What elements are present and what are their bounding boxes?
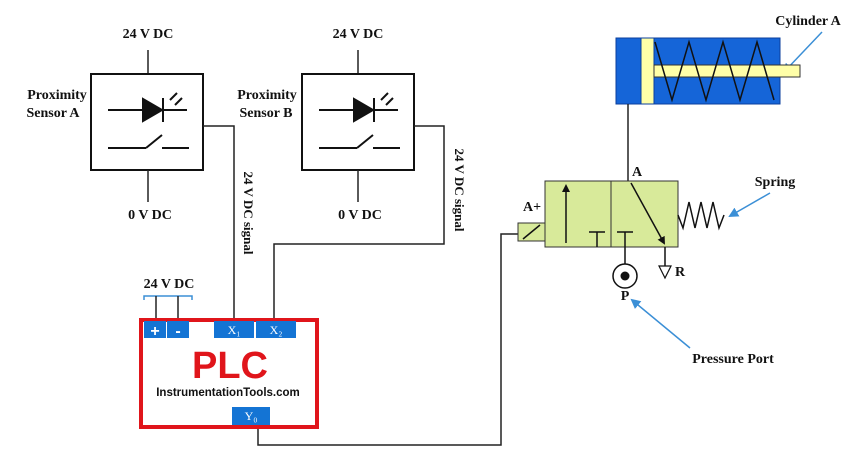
sensor-b-supply-label: 24 V DC bbox=[333, 27, 384, 42]
solenoid-valve: A A+ Spring P R Pressure Port bbox=[517, 165, 795, 367]
plc-title: PLC bbox=[192, 345, 268, 387]
valve-pressure-label: P bbox=[621, 289, 630, 304]
plc-minus-label: - bbox=[175, 323, 180, 340]
valve-return-spring-icon bbox=[677, 201, 725, 231]
pressure-source-dot bbox=[620, 271, 630, 281]
spring-pointer-arrow bbox=[728, 192, 771, 217]
sensor-b-led-icon bbox=[319, 92, 398, 123]
signal-wiring bbox=[203, 125, 518, 446]
sensor-a-name-line2: Sensor A bbox=[26, 106, 80, 121]
sensor-a-supply-label: 24 V DC bbox=[123, 27, 174, 42]
plc-x1-terminal[interactable] bbox=[214, 321, 254, 338]
cylinder-name-label: Cylinder A bbox=[775, 14, 841, 29]
sensor-a-switch-icon bbox=[108, 134, 189, 149]
valve-port-a-label: A bbox=[632, 165, 643, 180]
sensor-b-signal-label: 24 V DC signal bbox=[452, 149, 467, 232]
sensor-a-box bbox=[90, 73, 204, 171]
plc-y0-label: Y₀ bbox=[245, 409, 258, 423]
wire-sensor-b-to-x2 bbox=[273, 125, 445, 320]
plc-plus-terminal[interactable] bbox=[144, 321, 166, 338]
plc-x2-terminal[interactable] bbox=[256, 321, 296, 338]
cylinder-rod bbox=[653, 64, 801, 78]
valve-solenoid-coil-icon bbox=[522, 224, 541, 240]
plc-minus-terminal[interactable] bbox=[167, 321, 189, 338]
sensor-a-led-icon bbox=[108, 92, 187, 123]
plc-supply-label: 24 V DC bbox=[144, 277, 195, 292]
valve-spring-label: Spring bbox=[755, 175, 795, 190]
cylinder-spring-icon bbox=[654, 39, 775, 103]
sensor-b-switch-icon bbox=[319, 134, 400, 149]
pressure-port-callout-label: Pressure Port bbox=[692, 352, 774, 367]
plc-website-label: InstrumentationTools.com bbox=[156, 387, 300, 399]
valve-exhaust-label: R bbox=[675, 265, 686, 280]
plc-supply-bracket bbox=[143, 295, 193, 300]
exhaust-triangle-icon bbox=[658, 265, 672, 280]
sensor-b-name-line1: Proximity bbox=[237, 88, 297, 103]
wire-sensor-a-to-x1 bbox=[203, 125, 235, 320]
valve-solenoid-label: A+ bbox=[523, 200, 541, 215]
plc-unit: 24 V DC + - X₁ X₂ PLC InstrumentationToo… bbox=[139, 277, 319, 429]
sensor-a-signal-label: 24 V DC signal bbox=[241, 172, 256, 255]
wire-y0-to-solenoid bbox=[257, 233, 518, 446]
proximity-sensor-b: 24 V DC 0 V DC Proximity Sensor B 24 V D… bbox=[237, 27, 467, 232]
sensor-a-ground-label: 0 V DC bbox=[128, 208, 172, 223]
proximity-sensor-a: 24 V DC 0 V DC Proximity Sensor A 24 V D… bbox=[26, 27, 256, 255]
sensor-b-name-line2: Sensor B bbox=[239, 106, 292, 121]
cylinder-a: Cylinder A bbox=[615, 14, 842, 181]
plc-x2-label: X₂ bbox=[270, 323, 283, 337]
pressure-port-pointer-arrow bbox=[630, 298, 691, 349]
plc-y0-terminal[interactable] bbox=[232, 407, 270, 425]
cylinder-piston bbox=[640, 37, 655, 105]
sensor-b-ground-label: 0 V DC bbox=[338, 208, 382, 223]
plc-plus-label: + bbox=[150, 323, 159, 340]
valve-flow-arrow-diagonal-icon bbox=[630, 182, 665, 245]
sensor-a-name-line1: Proximity bbox=[27, 88, 87, 103]
sensor-b-box bbox=[301, 73, 415, 171]
plc-x1-label: X₁ bbox=[228, 323, 241, 337]
